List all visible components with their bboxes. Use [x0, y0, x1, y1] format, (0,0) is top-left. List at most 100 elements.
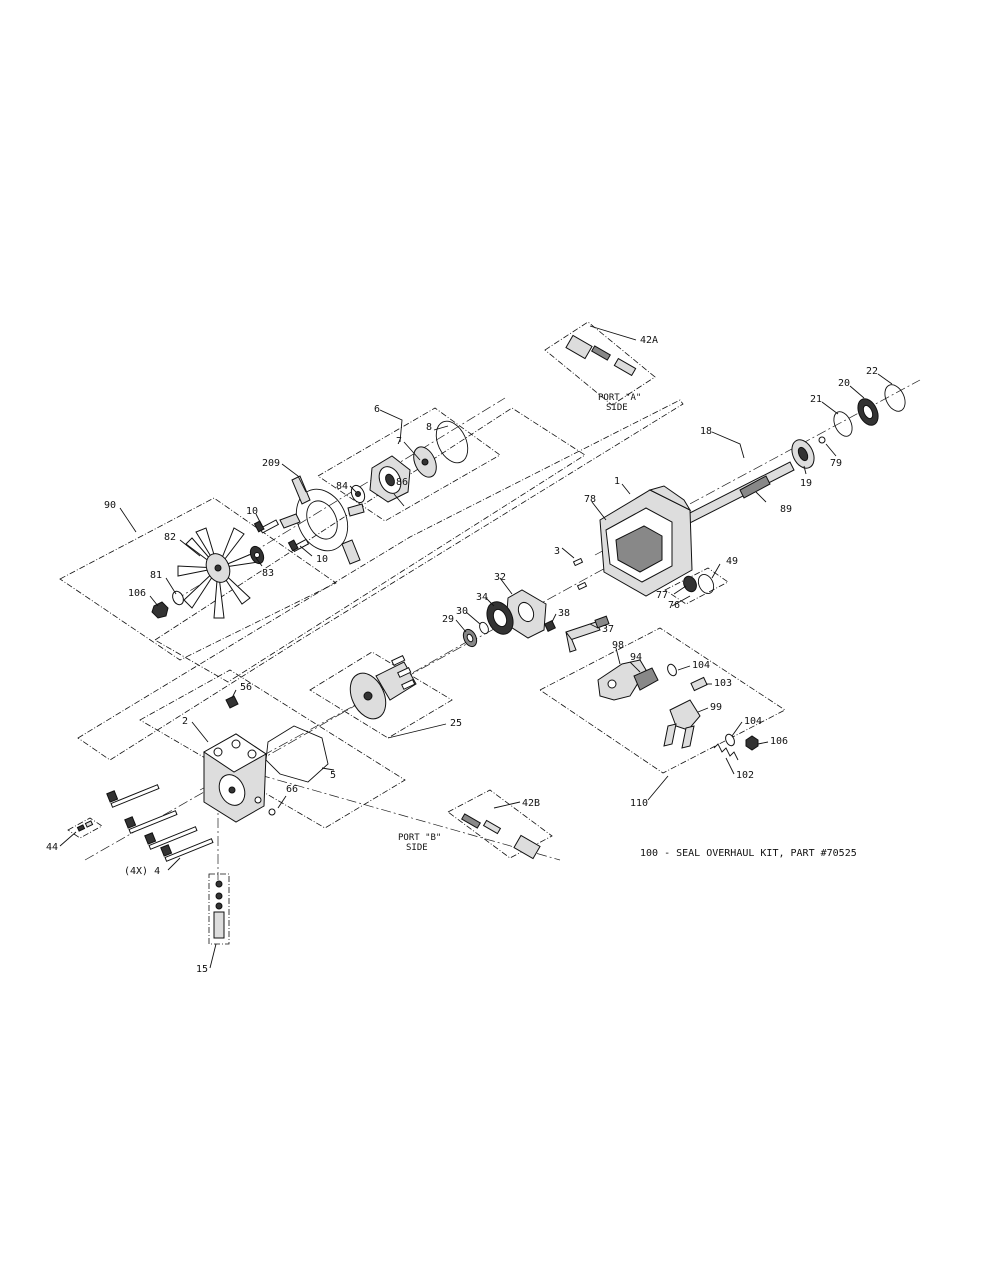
group-box-6	[317, 407, 501, 522]
label-106-a: 106	[128, 588, 146, 599]
label-37: 37	[602, 624, 614, 635]
group-box-90	[59, 497, 337, 661]
label-77: 77	[656, 590, 668, 601]
label-49: 49	[726, 556, 738, 567]
group-box-42b	[447, 789, 553, 859]
label-106-b: 106	[770, 736, 788, 747]
group-box-center-b	[77, 399, 684, 761]
label-21: 21	[810, 394, 822, 405]
part-209-bracket	[279, 475, 365, 565]
port-b-label-line1: PORT "B"	[398, 833, 441, 843]
part-94-arm	[633, 667, 659, 691]
label-1: 1	[614, 476, 620, 487]
part-1-housing	[599, 485, 693, 597]
label-104-a: 104	[692, 660, 710, 671]
part-66-screw	[268, 808, 276, 816]
part-22-retaining-ring	[884, 384, 906, 412]
label-8: 8	[426, 422, 432, 433]
part-56-plug	[225, 695, 239, 709]
part-4-bolts	[106, 784, 214, 862]
label-42a: 42A	[640, 335, 658, 346]
part-42a-fitting	[565, 334, 637, 377]
axis-port-b	[259, 774, 561, 861]
part-89-shaft	[679, 461, 795, 527]
group-box-25	[309, 651, 453, 739]
group-box-42a	[544, 321, 656, 406]
part-84-bearing	[350, 484, 366, 504]
part-25-cylinder-block	[349, 654, 417, 720]
label-83: 83	[262, 568, 274, 579]
part-2-center-section	[203, 733, 267, 823]
part-3-pins	[572, 557, 588, 591]
label-86: 86	[396, 477, 408, 488]
label-38: 38	[558, 608, 570, 619]
label-10-a: 10	[246, 506, 258, 517]
group-box-44	[67, 817, 103, 839]
part-34-seal	[486, 601, 514, 635]
part-labels: 42A 6 8 7 209 84 86 10 10 90 82 83 81 10…	[46, 335, 878, 975]
part-103-bolt	[690, 676, 708, 692]
label-84: 84	[336, 481, 348, 492]
part-86-housing	[369, 455, 411, 503]
label-32: 32	[494, 572, 506, 583]
label-90: 90	[104, 500, 116, 511]
port-b-label-line2: SIDE	[406, 843, 428, 853]
part-20-seal	[857, 398, 879, 426]
label-42b: 42B	[522, 798, 540, 809]
part-104-washer-a	[667, 663, 677, 677]
part-106-nut-b	[745, 735, 759, 751]
label-89: 89	[780, 504, 792, 515]
label-104-b: 104	[744, 716, 762, 727]
label-20: 20	[838, 378, 850, 389]
label-44: 44	[46, 842, 58, 853]
part-102-spring	[713, 743, 739, 761]
port-a-label-line1: PORT "A"	[598, 393, 641, 403]
label-94: 94	[630, 652, 642, 663]
part-5-gasket	[265, 725, 329, 783]
part-10-bolt-a	[253, 519, 280, 534]
part-7-plate	[413, 446, 437, 478]
label-6: 6	[374, 404, 380, 415]
seal-kit-note: 100 - SEAL OVERHAUL KIT, PART #70525	[640, 848, 857, 859]
label-18: 18	[700, 426, 712, 437]
label-66: 66	[286, 784, 298, 795]
part-79-ring	[818, 436, 826, 444]
label-30: 30	[456, 606, 468, 617]
part-106-nut	[151, 601, 169, 619]
label-19: 19	[800, 478, 812, 489]
part-104-washer-b	[725, 733, 735, 747]
part-81-washer	[172, 590, 184, 606]
part-15-valve-stack	[213, 880, 225, 939]
part-44-valve	[76, 820, 94, 832]
part-10-bolt-b	[287, 538, 310, 553]
part-19-bearing	[791, 439, 815, 469]
part-29-bearing	[462, 628, 478, 648]
part-32-plate	[505, 589, 547, 639]
label-209: 209	[262, 458, 280, 469]
group-box-15	[208, 873, 230, 945]
label-4x-4: (4X) 4	[124, 866, 160, 877]
label-99: 99	[710, 702, 722, 713]
label-103: 103	[714, 678, 732, 689]
label-5: 5	[330, 770, 336, 781]
part-82-fan	[177, 527, 259, 619]
label-76: 76	[668, 600, 680, 611]
part-21-ring	[833, 411, 853, 437]
label-81: 81	[150, 570, 162, 581]
label-110: 110	[630, 798, 648, 809]
label-25: 25	[450, 718, 462, 729]
label-98: 98	[612, 640, 624, 651]
part-8-oring	[435, 420, 469, 464]
label-102: 102	[736, 770, 754, 781]
port-a-label-line2: SIDE	[606, 403, 628, 413]
label-82: 82	[164, 532, 176, 543]
axis-upper	[174, 397, 506, 601]
part-99-lever	[663, 699, 701, 749]
leader-lines	[59, 325, 893, 969]
label-15: 15	[196, 964, 208, 975]
group-box-110	[539, 627, 786, 774]
part-42b-fitting	[461, 813, 541, 860]
part-83-washer	[249, 545, 265, 565]
label-34: 34	[476, 592, 488, 603]
